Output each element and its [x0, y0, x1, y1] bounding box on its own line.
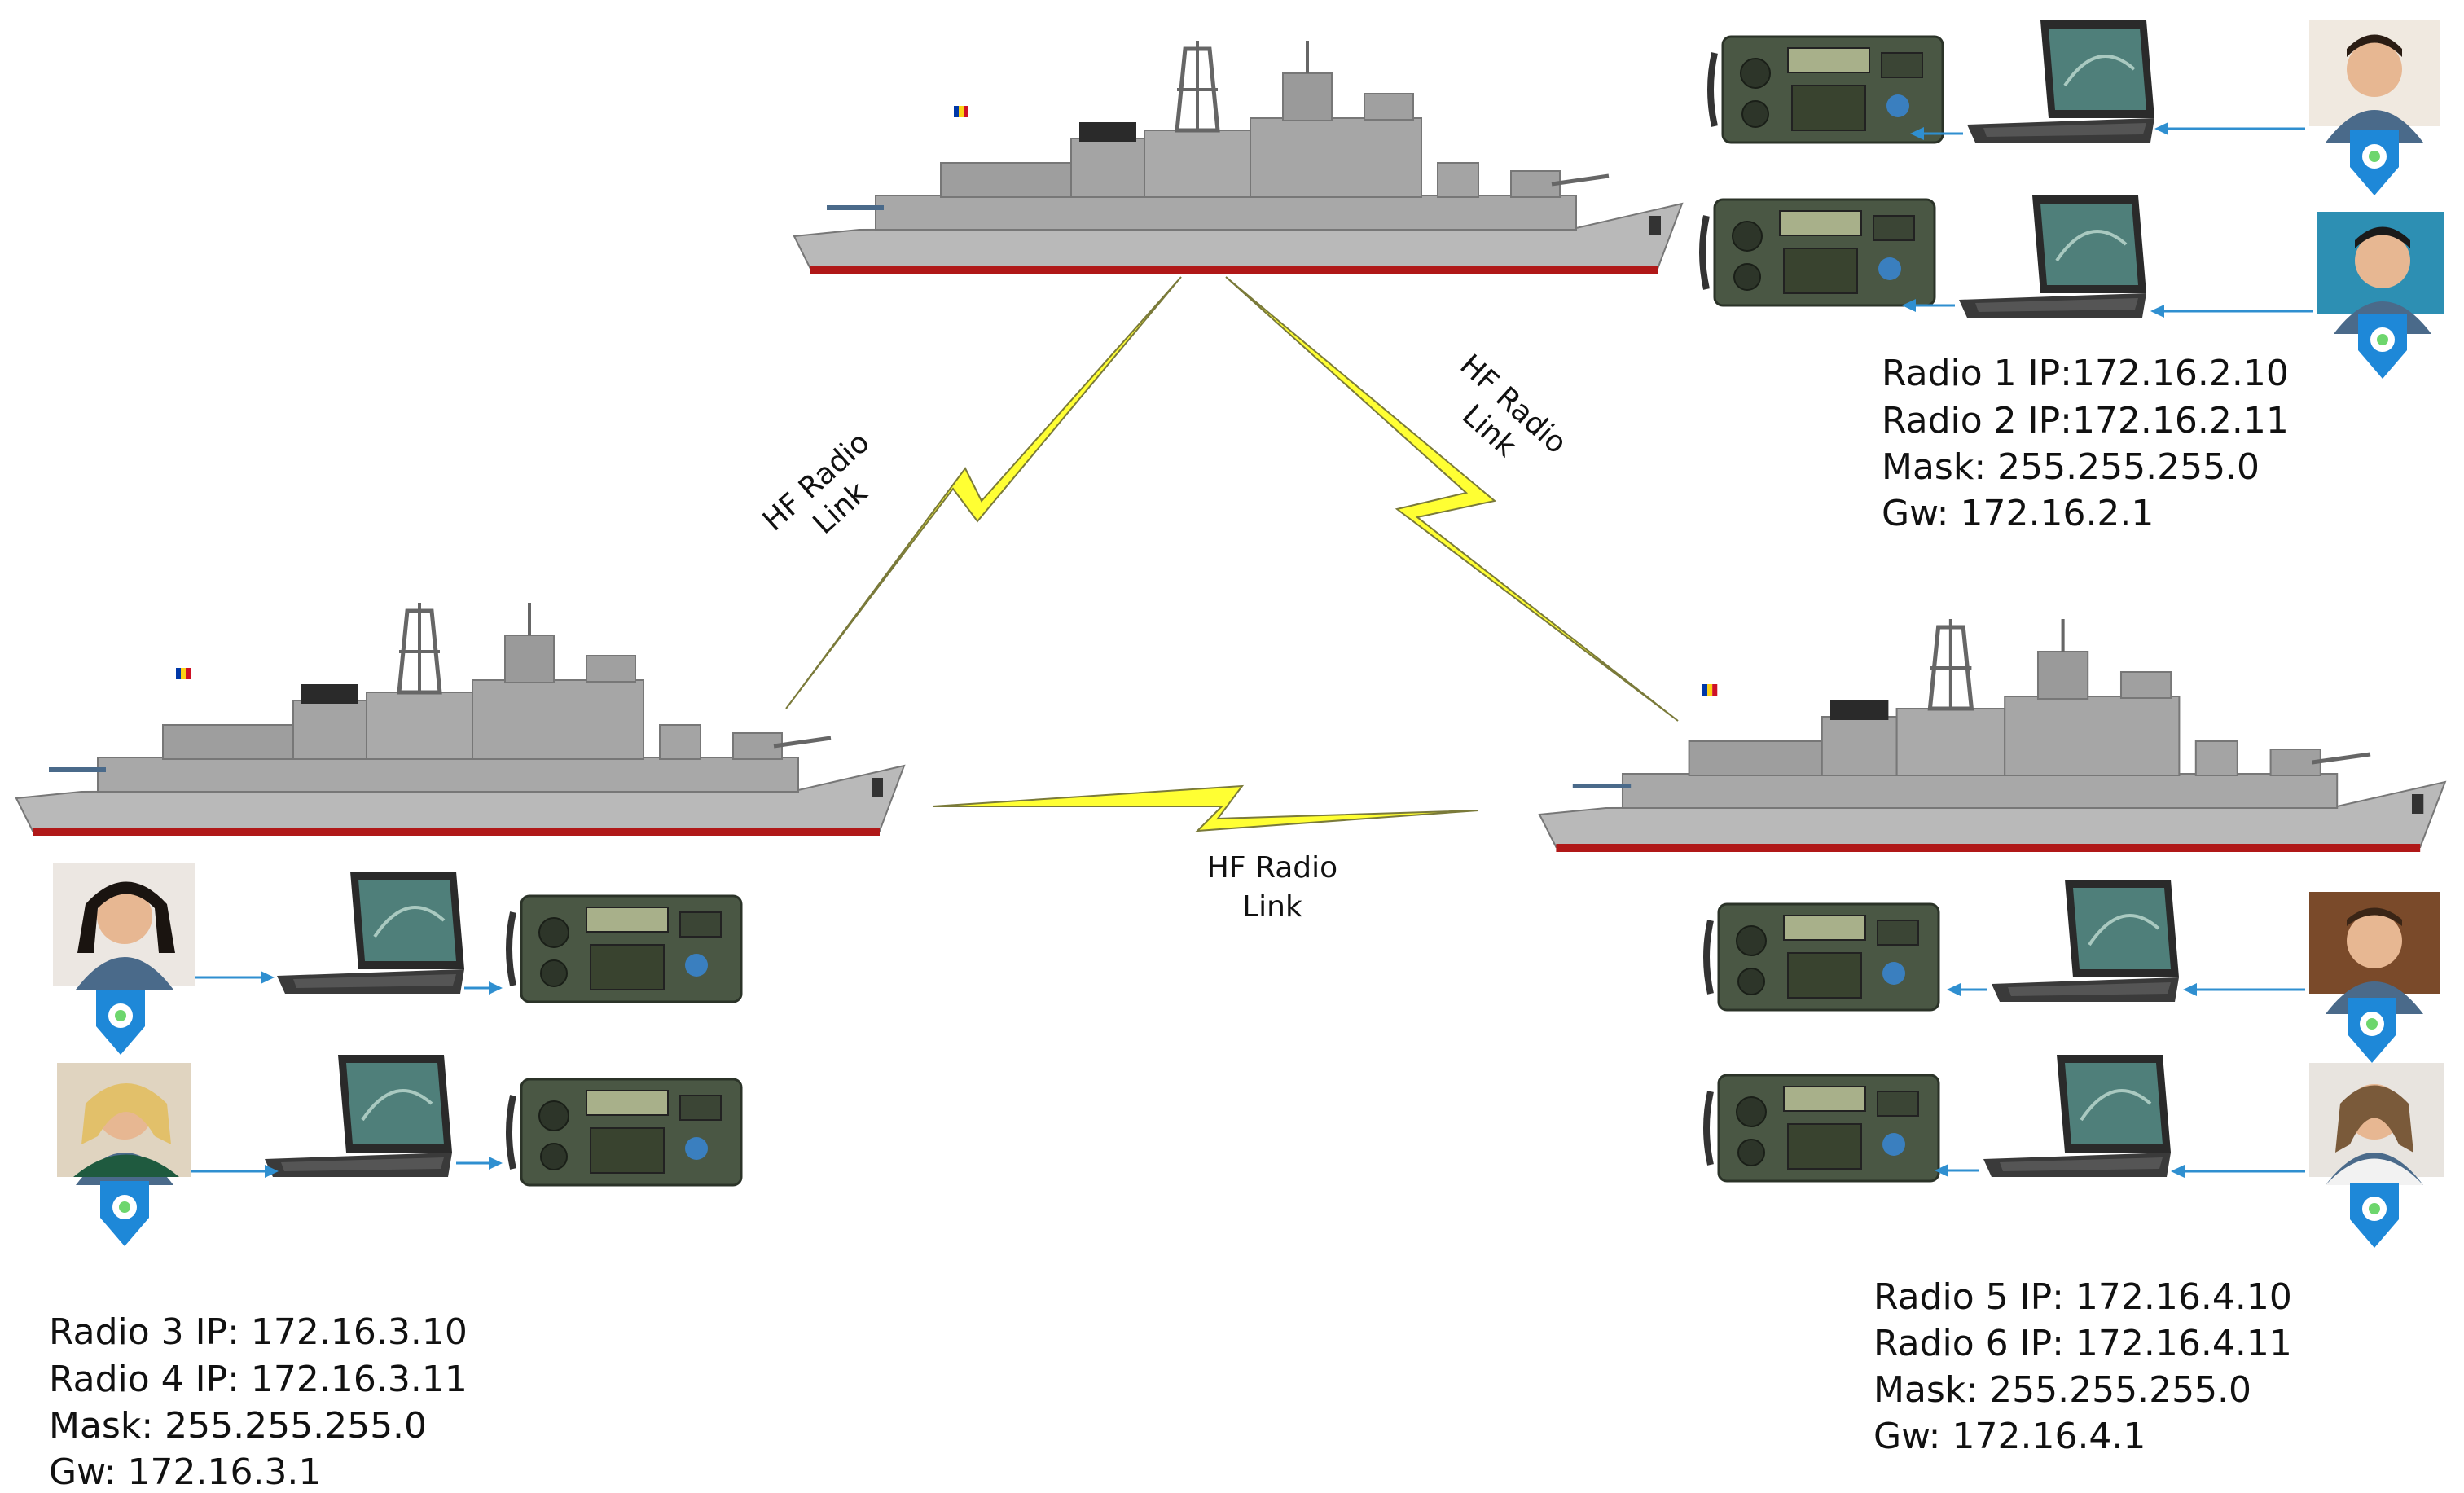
station-bottom-left-row2 — [57, 1053, 741, 1246]
avatar — [57, 1063, 191, 1185]
station-top-right-row1 — [1711, 19, 2440, 195]
ip-line: Radio 3 IP: 172.16.3.10 — [49, 1311, 468, 1353]
station-bottom-left-row1 — [53, 863, 741, 1055]
arrow-head-icon — [1902, 299, 1916, 312]
avatar — [2309, 892, 2440, 1014]
arrow-head-icon — [489, 981, 503, 995]
arrow-head-icon — [2154, 122, 2168, 135]
radio-unit — [1702, 200, 1935, 305]
avatar — [53, 863, 195, 990]
location-pin-icon — [2358, 314, 2407, 379]
mask-line: Mask: 255.255.255.0 — [49, 1405, 427, 1447]
arrow-head-icon — [2150, 305, 2164, 318]
link-label-line2: Link — [1242, 890, 1302, 924]
station-bottom-right-row1 — [1706, 878, 2440, 1063]
mask-line: Mask: 255.255.255.0 — [1882, 446, 2260, 488]
arrow-head-icon — [1935, 1164, 1948, 1177]
laptop — [263, 1053, 454, 1179]
gateway-line: Gw: 172.16.2.1 — [1882, 493, 2154, 534]
ship-top — [794, 41, 1682, 274]
arrow-head-icon — [1910, 127, 1924, 140]
avatar — [2309, 20, 2440, 143]
radio-unit — [509, 896, 741, 1002]
laptop — [1965, 19, 2156, 144]
hf-link-lightning-top-right — [1225, 276, 1679, 722]
station-top-right-row2 — [1702, 194, 2444, 379]
location-pin-icon — [100, 1181, 149, 1246]
ip-line: Radio 1 IP:172.16.2.10 — [1882, 353, 2289, 394]
radio-unit — [1706, 904, 1939, 1010]
gateway-line: Gw: 172.16.3.1 — [49, 1451, 321, 1493]
arrow-head-icon — [2171, 1165, 2185, 1178]
ip-line: Radio 2 IP:172.16.2.11 — [1882, 400, 2289, 441]
hf-link-lightning-bottom — [932, 784, 1479, 832]
avatar — [2317, 212, 2444, 334]
ship-right — [1539, 619, 2445, 852]
ip-line: Radio 5 IP: 172.16.4.10 — [1873, 1276, 2292, 1318]
station-bottom-right-row2 — [1706, 1053, 2444, 1248]
ip-line: Radio 6 IP: 172.16.4.11 — [1873, 1323, 2292, 1364]
radio-unit — [509, 1079, 741, 1185]
laptop — [1982, 1053, 2172, 1179]
hf-link-label-bottom: HF Radio Link — [1207, 851, 1337, 924]
gateway-line: Gw: 172.16.4.1 — [1873, 1416, 2146, 1457]
ip-info-bottom-left: Radio 3 IP: 172.16.3.10 Radio 4 IP: 172.… — [49, 1311, 468, 1493]
radio-unit — [1706, 1075, 1939, 1181]
ip-info-top-right: Radio 1 IP:172.16.2.10 Radio 2 IP:172.16… — [1882, 353, 2289, 534]
ip-line: Radio 4 IP: 172.16.3.11 — [49, 1359, 468, 1400]
mask-line: Mask: 255.255.255.0 — [1873, 1369, 2251, 1411]
arrow-head-icon — [265, 1165, 279, 1178]
link-label-line1: HF Radio — [1207, 851, 1337, 885]
arrow-head-icon — [2183, 983, 2197, 996]
location-pin-icon — [96, 990, 145, 1055]
location-pin-icon — [2350, 130, 2399, 195]
arrow-head-icon — [489, 1157, 503, 1170]
laptop — [1957, 194, 2148, 319]
laptop — [1990, 878, 2181, 1003]
location-pin-icon — [2348, 998, 2396, 1063]
location-pin-icon — [2350, 1183, 2399, 1248]
arrow-head-icon — [1947, 983, 1961, 996]
ip-info-bottom-right: Radio 5 IP: 172.16.4.10 Radio 6 IP: 172.… — [1873, 1276, 2292, 1457]
avatar — [2309, 1063, 2444, 1185]
hf-link-label-top-left: HF Radio Link — [757, 426, 876, 541]
radio-unit — [1711, 37, 1943, 143]
laptop — [275, 870, 466, 995]
arrow-head-icon — [261, 971, 275, 984]
hf-link-lightning-top-left — [785, 276, 1182, 709]
ship-left — [16, 603, 904, 836]
